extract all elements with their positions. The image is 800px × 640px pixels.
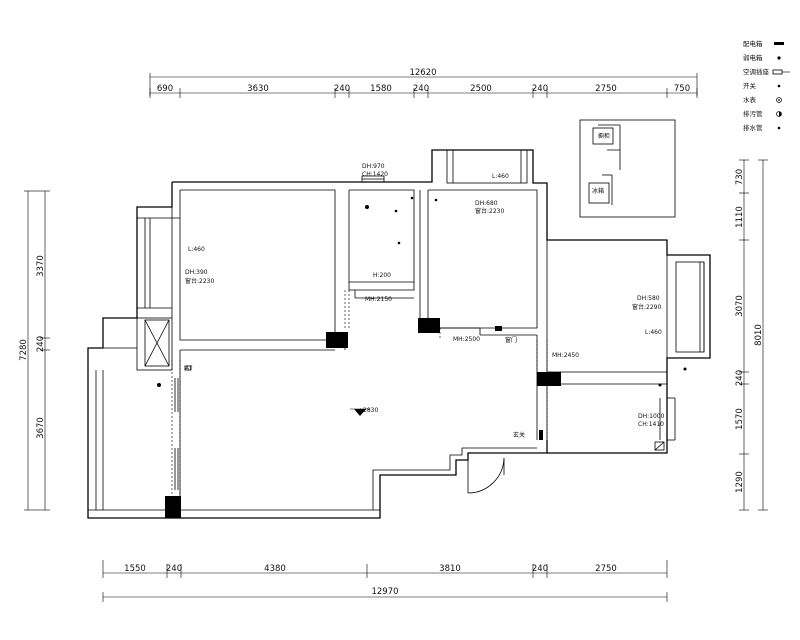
legend-item-1: 配电箱	[743, 39, 763, 48]
small-mark: AT	[185, 365, 193, 372]
legend-item-4: 开关	[743, 81, 757, 90]
legend-swatch-1	[774, 42, 784, 45]
left-total-label: 7280	[19, 339, 29, 361]
left-dimension-chain: 7280 3370 240 3670	[19, 190, 50, 511]
pipe-shaft	[103, 317, 173, 371]
bedroom-left-dh: DH:390	[185, 269, 208, 276]
legend-item-2: 弱电箱	[743, 53, 763, 62]
legend-swatch-7	[777, 126, 781, 130]
bottom-seg-1: 1550	[124, 564, 146, 574]
inset-detail: 橱柜 冰箱	[579, 119, 676, 218]
bedroom-mid-lamp: L:460	[492, 173, 509, 180]
top-seg-4: 1580	[370, 84, 392, 94]
legend-swatch-3	[772, 69, 783, 75]
legend-swatch-4	[777, 84, 781, 88]
structural-columns	[165, 318, 561, 518]
bottom-seg-4: 3810	[439, 564, 461, 574]
kitchen-ch: CH:1410	[638, 421, 664, 428]
bath-window-a: DH:970	[362, 163, 385, 170]
legend-item-6: 排污管	[743, 109, 763, 118]
mid-door-mh: MH:2500	[453, 336, 480, 343]
right-seg-3: 3070	[735, 295, 745, 317]
annotations: +2830 L:460 DH:390 窗台:2230 DH:970 CH:142…	[185, 163, 665, 439]
bottom-total-label: 12970	[371, 587, 398, 597]
right-dimension-chain: 730 1110 3070 240 1570 1290 8010	[735, 159, 768, 511]
top-total-label: 12620	[409, 68, 436, 78]
inset-label-b: 冰箱	[592, 187, 604, 195]
bath-h: H:200	[373, 272, 391, 279]
bedroom-mid-dh: DH:680	[475, 200, 498, 207]
left-seg-3: 3670	[36, 417, 46, 439]
top-seg-6: 2500	[470, 84, 492, 94]
entry-label: 玄关	[513, 431, 525, 439]
bottom-seg-6: 2750	[595, 564, 617, 574]
top-dimension-chain: 12620 690 3630 240 1580 240 2500 240 275…	[149, 68, 698, 98]
bedroom-mid-height: 窗台:2230	[475, 207, 504, 215]
bottom-seg-5: 240	[532, 564, 548, 574]
right-room-mh: MH:2450	[552, 352, 579, 359]
bottom-seg-3: 4380	[264, 564, 286, 574]
right-seg-5: 1570	[735, 408, 745, 430]
left-seg-1: 3370	[36, 255, 46, 277]
top-seg-9: 750	[674, 84, 690, 94]
legend-item-5: 水表	[743, 95, 757, 104]
left-seg-2: 240	[36, 336, 46, 352]
right-seg-1: 730	[735, 169, 745, 185]
bath-window-b: CH:1420	[362, 171, 388, 178]
bedroom-left-lamp: L:460	[188, 246, 205, 253]
right-seg-6: 1290	[735, 471, 745, 493]
legend-item-7: 排水管	[743, 123, 763, 132]
legend-swatch-2	[777, 56, 781, 60]
mid-door-label: 窗门	[505, 336, 517, 344]
inset-label-a: 橱柜	[598, 132, 610, 140]
top-seg-7: 240	[532, 84, 548, 94]
top-seg-5: 240	[413, 84, 429, 94]
top-seg-2: 3630	[247, 84, 269, 94]
right-total-label: 8010	[754, 324, 764, 346]
bedroom-left-height: 窗台:2230	[185, 277, 214, 285]
legend-item-3: 空调插座	[743, 67, 770, 76]
right-seg-4: 240	[735, 370, 745, 386]
top-seg-1: 690	[157, 84, 173, 94]
right-room-height: 窗台:2290	[632, 303, 661, 311]
right-room-dh: DH:580	[637, 295, 660, 302]
device-markers	[157, 196, 687, 490]
legend-swatch-5	[776, 97, 782, 103]
kitchen-dh: DH:1000	[638, 413, 665, 420]
right-room-lamp: L:460	[645, 329, 662, 336]
legend: 配电箱 弱电箱 空调插座 开关 水表 排污管 排水管	[743, 39, 790, 132]
openings	[171, 175, 548, 500]
bath-mh: MH:2150	[365, 296, 392, 303]
top-seg-3: 240	[334, 84, 350, 94]
floor-level-label: +2830	[358, 407, 378, 414]
walls	[87, 149, 711, 519]
right-seg-2: 1110	[735, 206, 745, 228]
top-seg-8: 2750	[595, 84, 617, 94]
bottom-seg-2: 240	[166, 564, 182, 574]
bottom-dimension-chain: 1550 240 4380 3810 240 2750 12970	[102, 560, 668, 602]
